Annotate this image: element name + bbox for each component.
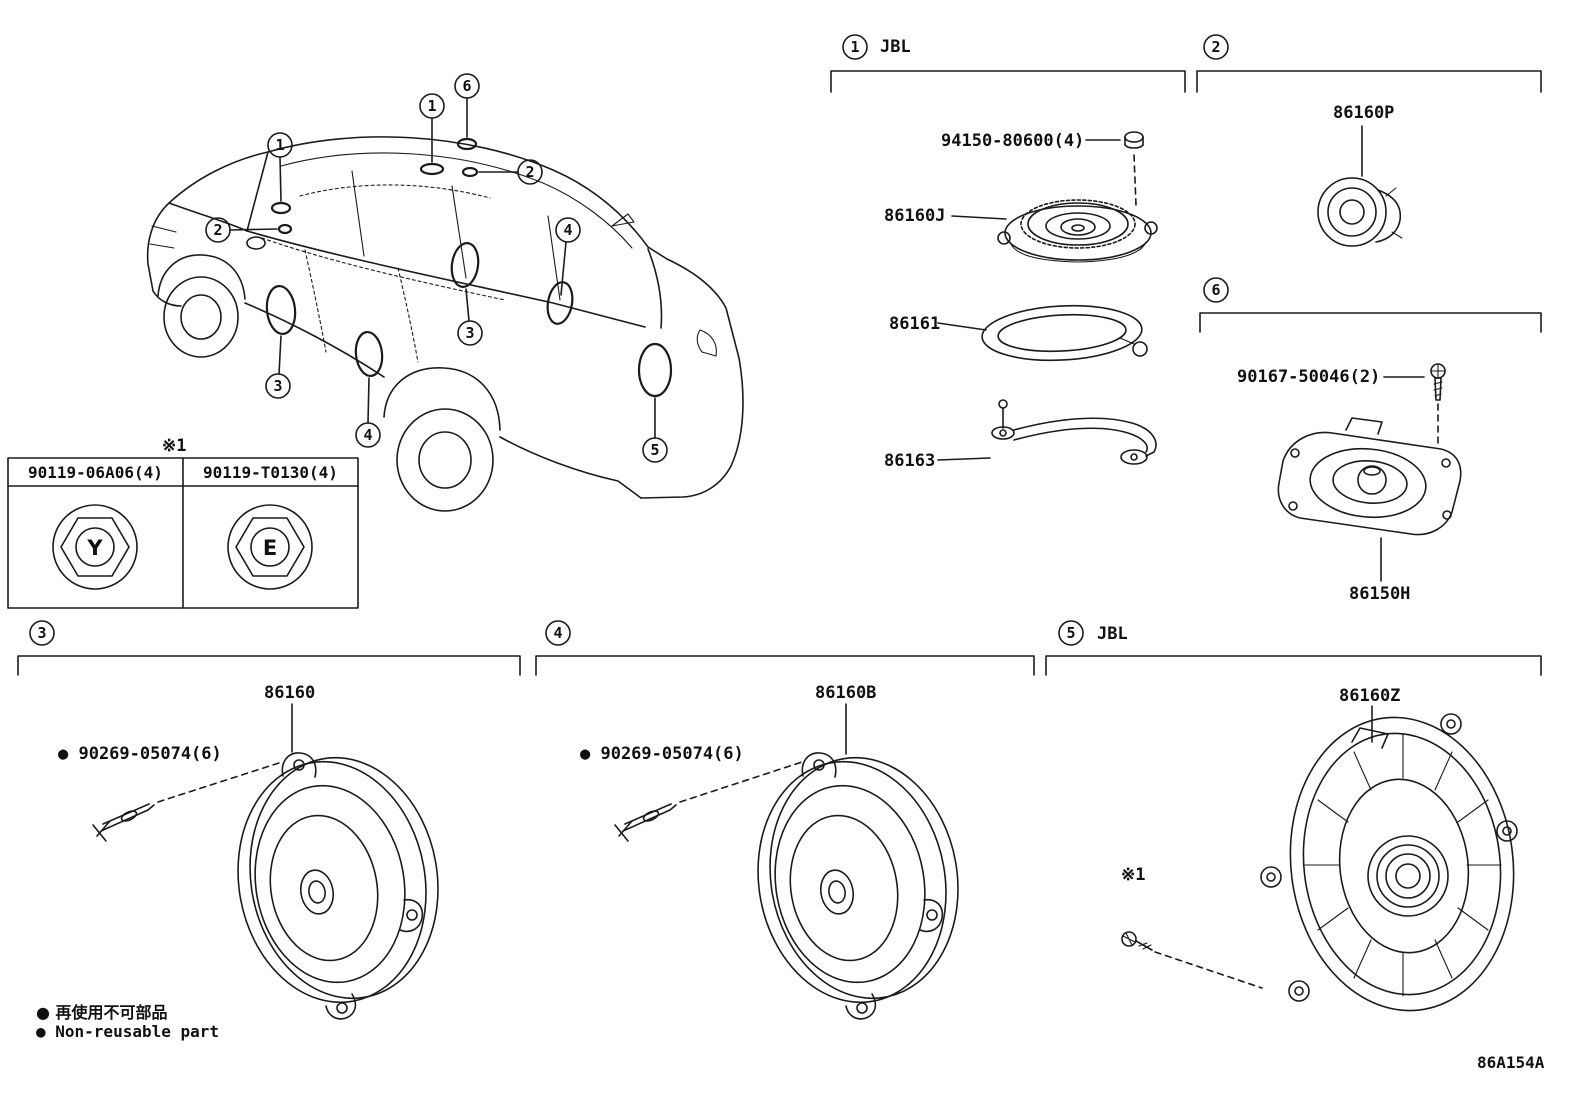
callout-number: 4 <box>563 221 572 239</box>
part-number-bracket-86163: 86163 <box>884 451 936 471</box>
section3-parts-drawing <box>92 703 458 1020</box>
section5-brand-label: JBL <box>1097 624 1128 644</box>
speaker-location-marks <box>265 137 673 398</box>
legend-nonreusable-en: ● Non-reusable part <box>36 1022 220 1041</box>
section4-parts-drawing <box>614 703 978 1020</box>
part-number-clip-s4: ● 90269-05074(6) <box>580 744 744 764</box>
section1-parts-drawing <box>937 131 1158 465</box>
part-number-speaker-86160b: 86160B <box>815 683 877 703</box>
part-number-clip-s3: ● 90269-05074(6) <box>58 744 222 764</box>
callout-number: 3 <box>273 377 282 395</box>
part-number-speaker-86160: 86160 <box>264 683 316 703</box>
section6-parts-drawing <box>1277 363 1462 582</box>
note-ref-s5: ※1 <box>1121 865 1146 885</box>
section2-tweeter-drawing <box>1317 125 1403 247</box>
fastener-part-number-1: 90119-06A06(4) <box>28 463 163 482</box>
section5-parts-drawing <box>1121 705 1518 1012</box>
fastener-table-drawing: Y E <box>7 457 359 609</box>
vehicle-callouts: 1 6 1 2 2 4 3 3 4 5 <box>205 73 668 463</box>
callout-number: 6 <box>462 77 471 95</box>
section-number: 3 <box>37 624 46 642</box>
section-headers: 1 2 6 3 4 5 <box>17 34 1542 676</box>
part-number-gasket-86161: 86161 <box>889 314 941 334</box>
section1-brand-label: JBL <box>880 37 911 57</box>
part-number-speaker-86150h: 86150H <box>1349 584 1411 604</box>
section-number: 6 <box>1211 281 1220 299</box>
callout-number: 2 <box>525 163 534 181</box>
part-number-nut: 94150-80600(4) <box>941 131 1085 151</box>
bolt-head-letter: Y <box>86 536 103 560</box>
legend-nonreusable-jp: ● 再使用不可部品 <box>36 1003 168 1022</box>
callout-number: 5 <box>650 441 659 459</box>
vehicle-drawing <box>146 136 744 512</box>
callout-number: 1 <box>427 97 436 115</box>
section-number: 4 <box>553 624 562 642</box>
part-number-speaker-86160j: 86160J <box>884 206 946 226</box>
callout-number: 4 <box>363 426 372 444</box>
section-number: 1 <box>850 38 859 56</box>
callout-number: 3 <box>465 324 474 342</box>
fastener-part-number-2: 90119-T0130(4) <box>203 463 338 482</box>
part-number-screw-90167: 90167-50046(2) <box>1237 367 1381 387</box>
callout-number: 2 <box>213 221 222 239</box>
callout-number: 1 <box>275 136 284 154</box>
section-number: 2 <box>1211 38 1220 56</box>
part-number-speaker-86160z: 86160Z <box>1339 686 1401 706</box>
diagram-code: 86A154A <box>1477 1053 1545 1072</box>
section-number: 5 <box>1066 624 1075 642</box>
note-ref-fastener-box: ※1 <box>162 436 187 456</box>
part-number-tweeter-86160p: 86160P <box>1333 103 1395 123</box>
bolt-head-letter: E <box>263 536 277 560</box>
